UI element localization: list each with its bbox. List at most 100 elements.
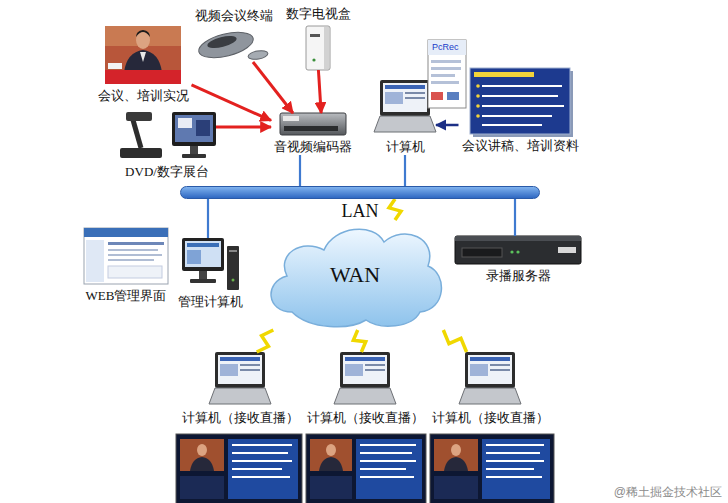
document-camera-part <box>178 118 192 128</box>
laptop <box>459 352 521 404</box>
stream-screenshot-part <box>326 444 336 456</box>
server-device-part <box>516 250 519 253</box>
stream-screenshot-part <box>360 452 412 454</box>
node-label: 会议讲稿、培训资料 <box>459 138 582 154</box>
stream-screenshot <box>306 434 426 503</box>
laptop-part <box>385 85 425 89</box>
laptop <box>334 352 396 404</box>
tv-box-part <box>324 27 329 69</box>
connector <box>318 70 321 113</box>
laptop-part <box>468 355 512 384</box>
slide-material-part <box>470 68 570 134</box>
node-label: LAN <box>181 201 539 221</box>
tv-box-part <box>312 58 315 61</box>
slide-material-part <box>482 95 558 97</box>
conference-terminal <box>196 28 268 63</box>
web-ui-node: WEB管理界面 <box>83 228 170 304</box>
laptop-part <box>470 364 488 376</box>
connector <box>192 85 272 121</box>
slide-material-part <box>482 115 552 117</box>
web-screenshot-part <box>84 228 168 237</box>
watermark: @稀土掘金技术社区 <box>614 485 722 500</box>
stream-screenshot-part <box>434 476 478 499</box>
stream-screenshot-part <box>180 476 224 499</box>
wireless-link <box>443 330 466 352</box>
encoder-node: 音视频编码器 <box>271 113 355 155</box>
laptop-part <box>220 364 238 376</box>
stream-screenshot-part <box>232 444 292 446</box>
stream-screenshot-part <box>310 476 352 499</box>
stream-screenshot-part <box>430 434 554 503</box>
receiver-laptop-node: 计算机（接收直播） <box>429 352 552 426</box>
server-device <box>455 236 581 264</box>
web-screenshot <box>84 228 168 284</box>
document-camera-part <box>182 154 206 158</box>
stream-screenshot-part <box>360 468 406 470</box>
laptop-node: 计算机 <box>374 80 436 155</box>
laptop-part <box>345 357 385 361</box>
desktop-node: 管理计算机 <box>175 238 246 310</box>
stream-screenshot-part <box>486 460 544 462</box>
tv-box <box>306 26 330 70</box>
document-camera-part <box>126 112 152 121</box>
connector <box>253 62 293 113</box>
laptop <box>209 352 271 404</box>
stream-screenshot-part <box>232 460 292 462</box>
stream-screenshot-part <box>232 452 288 454</box>
window-title-holder: PcRec <box>432 41 459 53</box>
slide-material-part <box>476 94 480 98</box>
wireless-link <box>389 199 401 220</box>
laptop-part <box>365 364 385 366</box>
recording-window-part <box>428 40 466 55</box>
stream-screenshot <box>430 434 554 503</box>
meeting-photo-part <box>140 52 146 62</box>
watermark-holder: @稀土掘金技术社区 <box>614 485 722 500</box>
laptop-part <box>218 355 262 384</box>
recording-window-part <box>428 40 466 108</box>
stream-screenshot-part <box>232 476 290 478</box>
stream-screenshot-part <box>451 444 461 456</box>
web-screenshot-part <box>108 242 164 245</box>
conference-terminal-part <box>247 49 268 60</box>
desktop-computer-part <box>187 250 201 264</box>
conference-terminal-part <box>196 28 256 63</box>
web-screenshot-part <box>86 240 104 282</box>
stream-screenshot-part <box>486 476 542 478</box>
slide-material-part <box>474 72 534 77</box>
connector <box>216 126 271 129</box>
slide-material-part <box>482 85 562 87</box>
node-label: WEB管理界面 <box>83 288 170 304</box>
desktop-computer-part <box>232 279 235 282</box>
laptop-part <box>240 369 260 371</box>
laptop-part <box>405 92 425 94</box>
node-label: 视频会议终端 <box>192 8 276 24</box>
encoder-device-part <box>283 116 299 121</box>
slide-material-part <box>482 124 542 126</box>
laptop-part <box>209 388 271 404</box>
laptop-part <box>345 364 363 376</box>
laptop-part <box>490 364 510 366</box>
slide-material <box>470 68 573 137</box>
recording-window-part <box>447 92 459 100</box>
node-label: DVD/数字展台 <box>118 164 216 180</box>
node-label: 录播服务器 <box>455 268 581 284</box>
wireless-link <box>353 330 365 352</box>
document-camera-node: DVD/数字展台 <box>118 110 216 180</box>
desktop-computer-part <box>190 279 216 283</box>
document-camera <box>120 112 216 158</box>
slide-material-part <box>482 105 564 107</box>
stream-screenshot-part <box>434 439 478 471</box>
encoder-device <box>280 113 346 135</box>
web-screenshot-part <box>108 259 154 261</box>
server-device-part <box>455 236 581 241</box>
stream-screenshot-part <box>444 457 468 471</box>
recording-window <box>428 40 466 108</box>
stream-screenshot-part <box>486 468 534 470</box>
stream-screenshot-part <box>356 439 422 499</box>
meeting-photo-part <box>105 26 181 84</box>
server-device-part <box>510 250 513 253</box>
desktop-computer-part <box>185 241 221 267</box>
desktop-computer <box>182 238 239 290</box>
laptop <box>374 80 436 132</box>
document-camera-part <box>133 120 141 148</box>
